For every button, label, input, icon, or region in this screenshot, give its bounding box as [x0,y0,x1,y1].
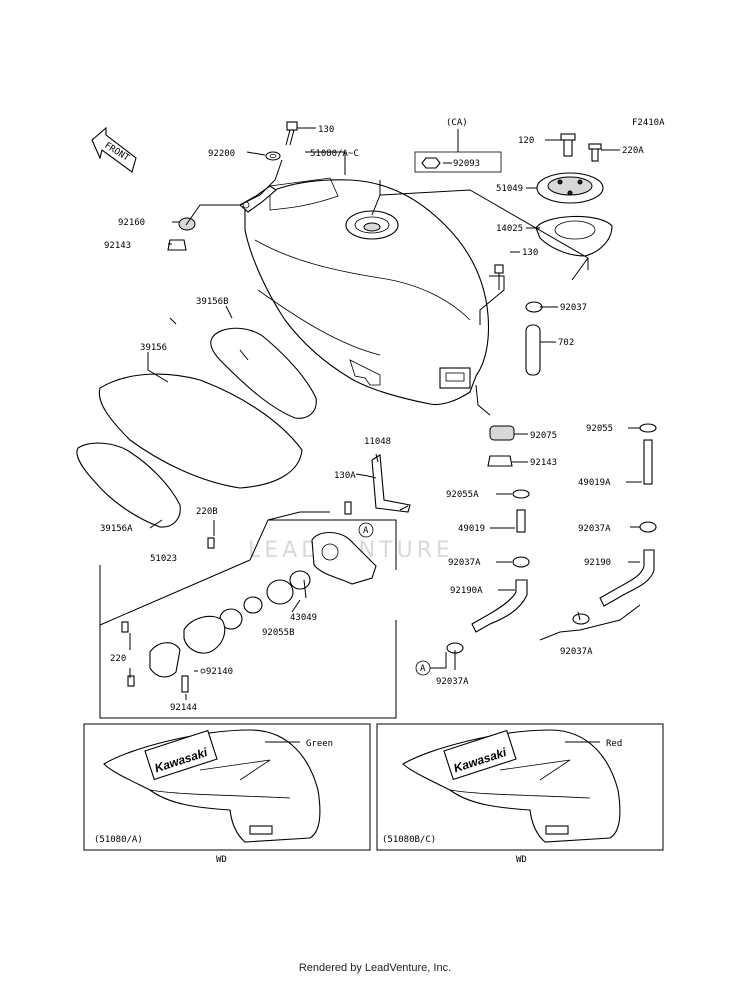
label-120: 120 [518,136,534,146]
leader-lines [99,127,642,719]
label-14025: 14025 [496,224,523,234]
variant-2-code: (51080B/C) [382,835,436,845]
screw-220b-icon [207,537,215,549]
nut-92093-icon [421,157,441,169]
label-92075: 92075 [530,431,557,441]
label-92037a-c: 92037A [448,558,481,568]
label-39156b: 39156B [196,297,229,307]
label-92055: 92055 [586,424,613,434]
ref-a-label-1: A [363,526,369,536]
oring-92055-icon [639,423,657,433]
cap-assembly [535,133,613,257]
hose-702-icon [525,324,541,376]
label-92140: 92140 [206,667,233,677]
screw-220-b-icon [127,675,135,687]
washer-92200-icon [265,151,281,161]
ref-a-label-2: A [420,664,426,674]
label-ca: (CA) [446,118,468,128]
label-92160: 92160 [118,218,145,228]
label-49019: 49019 [458,524,485,534]
bolt-130-mid-icon [494,264,504,274]
bolt-130-icon [285,121,298,146]
variant-2-footnote: WD [516,855,527,865]
label-130-top: 130 [318,125,334,135]
variant-2-color: Red [606,739,622,749]
label-39156: 39156 [140,343,167,353]
pad-39156 [98,373,303,489]
fuel-tank [239,177,489,406]
label-92037a-b: 92037A [560,647,593,657]
pad-39156a [76,442,181,528]
label-92190: 92190 [584,558,611,568]
grommet-92143-mid-icon [487,455,513,467]
label-39156a: 39156A [100,524,133,534]
label-92144: 92144 [170,703,197,713]
label-92055a: 92055A [446,490,479,500]
pad-39156b [210,327,317,419]
label-11048: 11048 [364,437,391,447]
label-51080-a-c: 51080/A~C [310,149,359,159]
label-92037a-bl: 92037A [436,677,469,687]
label-51023: 51023 [150,554,177,564]
label-130-mid: 130 [522,248,538,258]
ref-a-circle-1 [358,522,374,538]
clamp-92037a-r-icon [639,521,657,533]
petcock-bracket-11048 [371,454,411,513]
label-92190a: 92190A [450,586,483,596]
front-arrow-icon: FRONT [91,126,137,173]
clamp-92037-icon [525,301,543,313]
variant-1-footnote: WD [216,855,227,865]
hose-92190-icon [599,549,655,607]
screw-92144-icon [181,675,189,693]
ref-code: F2410A [632,118,665,128]
label-43049: 43049 [290,613,317,623]
variant-panel-2: Kawasaki Red (51080B/C) WD [376,723,664,865]
label-702: 702 [558,338,574,348]
washer-92140-icon [200,668,206,674]
label-92200: 92200 [208,149,235,159]
label-220: 220 [110,654,126,664]
label-92143-top: 92143 [104,241,131,251]
grommet-92075-icon [489,425,515,441]
label-130a: 130A [334,471,356,481]
oring-92055a-icon [512,489,530,499]
label-51049: 51049 [496,184,523,194]
label-92037: 92037 [560,303,587,313]
variant-panel-1: Kawasaki Green (51080/A) WD [83,723,371,865]
label-92143-mid: 92143 [530,458,557,468]
clamp-92037a-b-icon [572,613,590,625]
label-220b: 220B [196,507,218,517]
hose-92190a-icon [471,579,528,633]
label-92093: 92093 [453,159,480,169]
clamp-92037a-c-icon [512,556,530,568]
label-92037a-r: 92037A [578,524,611,534]
screw-220-icon [121,621,129,633]
variant-1-color: Green [306,739,333,749]
label-220a: 220A [622,146,644,156]
label-49019a: 49019A [578,478,611,488]
valve-49019a-icon [643,439,653,485]
label-92055b: 92055B [262,628,295,638]
petcock-51023 [149,531,377,678]
footer-credit: Rendered by LeadVenture, Inc. [298,962,452,974]
bolt-130a-icon [344,501,352,515]
grommet-92143-icon [167,239,187,251]
variant-1-code: (51080/A) [94,835,143,845]
valve-49019-icon [516,509,526,533]
